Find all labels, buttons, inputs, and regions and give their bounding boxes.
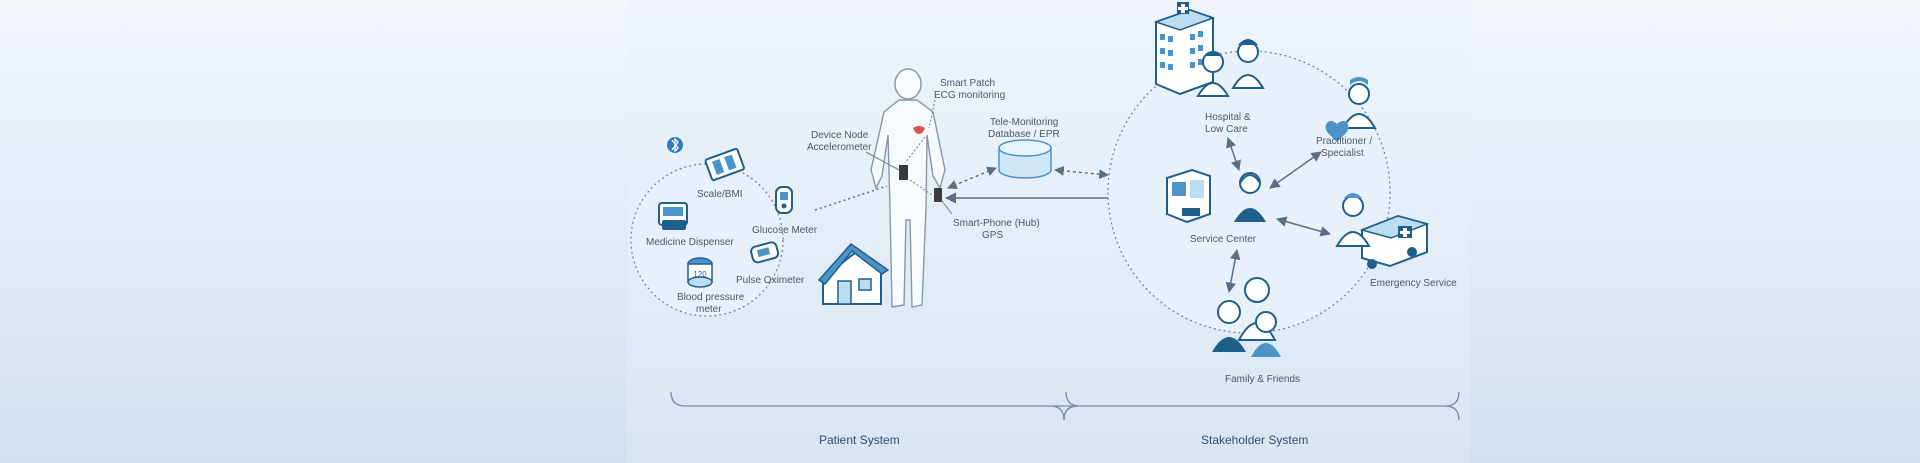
glucose-label: Glucose Meter <box>752 225 818 236</box>
family-icon <box>1212 277 1281 357</box>
house-icon <box>817 243 890 305</box>
link-family-service <box>1225 248 1241 294</box>
heart-icon <box>1325 121 1349 142</box>
hospital-label-line1: Hospital & <box>1205 112 1251 123</box>
hospital-label-line2: Low Care <box>1205 124 1248 135</box>
device-node-label-line2: Accelerometer <box>807 142 872 153</box>
link-hospital-service <box>1226 137 1241 171</box>
medicine-label: Medicine Dispenser <box>646 237 734 248</box>
patient-system-bracket <box>670 391 1079 421</box>
bp-label-line1: Blood pressure <box>677 292 745 303</box>
scale-label: Scale/BMI <box>697 189 743 200</box>
link-practitioner-service <box>1269 151 1322 189</box>
glucose-meter-icon <box>775 186 793 214</box>
doctor-icon <box>1196 51 1230 97</box>
service-center-icon <box>1166 168 1266 224</box>
nurse-icon <box>1231 39 1265 89</box>
emergency-label: Emergency Service <box>1370 278 1457 289</box>
tele-label-line2: Database / EPR <box>988 129 1060 140</box>
link-database-service <box>1054 165 1109 180</box>
smart-patch-label-line2: ECG monitoring <box>934 90 1005 101</box>
smartphone-label-line1: Smart-Phone (Hub) <box>953 218 1040 229</box>
smartphone-icon <box>934 188 942 202</box>
medicine-dispenser-icon <box>658 202 688 230</box>
tele-label-line1: Tele-Monitoring <box>990 117 1058 128</box>
smart-patch-label-line1: Smart Patch <box>940 78 995 89</box>
device-node-icon <box>899 165 908 180</box>
bluetooth-icon <box>667 137 683 153</box>
ambulance-icon <box>1359 214 1430 269</box>
scale-icon <box>704 147 745 182</box>
bp-label-line2: meter <box>696 304 722 315</box>
stakeholder-system-label: Stakeholder System <box>1201 433 1308 447</box>
practitioner-label-line2: Specialist <box>1321 148 1364 159</box>
family-label: Family & Friends <box>1225 374 1300 385</box>
link-phone-database <box>947 166 997 190</box>
blood-pressure-icon: 120 <box>687 257 713 288</box>
pulse-oximeter-icon <box>750 241 780 264</box>
smartphone-label-line2: GPS <box>982 230 1003 241</box>
link-emergency-service <box>1275 216 1332 237</box>
paramedic-icon <box>1335 193 1371 247</box>
device-node-label-line1: Device Node <box>811 130 869 141</box>
practitioner-icon <box>1341 77 1377 129</box>
practitioner-label-line1: Practitioner / <box>1316 136 1372 147</box>
smart-patch-icon <box>913 126 925 134</box>
service-center-label: Service Center <box>1190 234 1257 245</box>
pulse-label: Pulse Oximeter <box>736 275 805 286</box>
stakeholder-system-bracket <box>1065 391 1460 421</box>
svg-text:120: 120 <box>693 270 707 279</box>
person-silhouette-icon <box>870 68 946 308</box>
patient-system-label: Patient System <box>819 433 900 447</box>
database-icon <box>998 139 1052 179</box>
hospital-icon <box>1153 2 1216 96</box>
link-devices-person <box>814 185 888 211</box>
